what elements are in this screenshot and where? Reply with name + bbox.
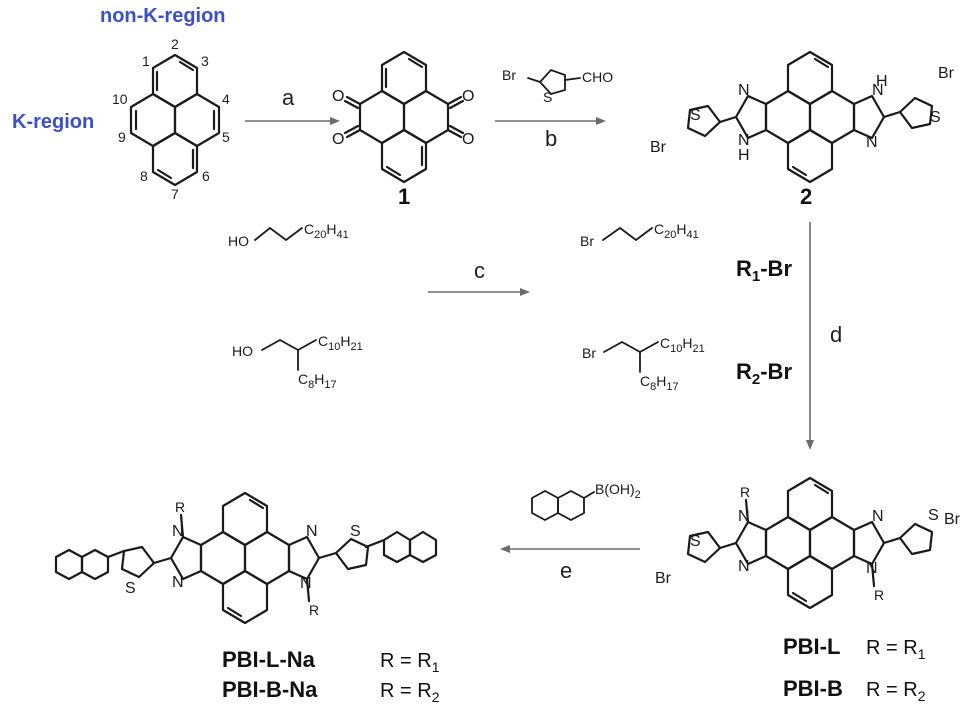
nitrogen-atom: N	[738, 558, 750, 575]
pbi-b-r-definition: R = R2	[866, 679, 926, 704]
nitrogen-atom: N	[306, 523, 318, 540]
pbi-b-na-label: PBI-B-Na	[222, 677, 318, 702]
bromine-atom: Br	[938, 65, 955, 82]
sulfur-atom: S	[930, 109, 941, 126]
nitrogen-atom: N	[866, 134, 878, 151]
alkyl-chain-c8h17: C8H17	[640, 373, 679, 393]
arrow-step-a-head	[330, 117, 340, 125]
aldehyde-group: CHO	[582, 69, 613, 85]
alkyl-chain-c10h21: C10H21	[318, 333, 363, 353]
pyrene-position-7: 7	[171, 186, 179, 202]
hydrogen-atom: H	[876, 73, 888, 90]
pbi-na-core-structure	[54, 491, 438, 625]
bromine-atom: Br	[650, 139, 667, 156]
pbi-l-na-r-definition: R = R1	[380, 650, 440, 675]
pyrene-position-1: 1	[142, 53, 150, 69]
nitrogen-atom: N	[300, 575, 312, 592]
boronic-acid-group: B(OH)2	[595, 481, 641, 501]
pyrene-position-10: 10	[112, 91, 128, 107]
nitrogen-atom: N	[872, 82, 884, 99]
hydrogen-atom: H	[738, 147, 750, 164]
r-substituent: R	[874, 587, 884, 603]
bromothiophene-aldehyde-structure	[527, 68, 581, 96]
r-substituent: R	[175, 499, 185, 515]
bromine-atom: Br	[944, 511, 961, 528]
pbi-core-structure	[686, 476, 934, 610]
nitrogen-atom: N	[172, 523, 184, 540]
oxygen-atom: O	[462, 131, 474, 148]
bromine-atom: Br	[582, 345, 596, 361]
pbi-b-na-r-definition: R = R2	[380, 680, 440, 705]
alcohol-branched-structure	[261, 338, 317, 371]
pbi-l-na-label: PBI-L-Na	[222, 647, 316, 672]
bromine-atom: Br	[655, 570, 672, 587]
pbi-b-label: PBI-B	[783, 676, 843, 701]
pyrene-structure	[129, 53, 221, 187]
alkyl-chain-c20h41: C20H41	[654, 221, 699, 241]
alkyl-chain-c10h21: C10H21	[660, 335, 705, 355]
pyrene-position-6: 6	[202, 168, 210, 184]
sulfur-atom: S	[928, 507, 939, 524]
alkyl-chain-c20h41: C20H41	[304, 221, 349, 241]
bromine-atom: Br	[502, 67, 516, 83]
hydroxyl-group: HO	[228, 233, 249, 249]
compound-1-label: 1	[398, 184, 410, 209]
sulfur-atom: S	[543, 89, 552, 105]
nitrogen-atom: N	[738, 82, 750, 99]
bromine-atom: Br	[580, 233, 594, 249]
pyrene-position-3: 3	[201, 53, 209, 69]
non-k-region-label: non-K-region	[100, 5, 226, 27]
pbi-l-label: PBI-L	[783, 634, 840, 659]
bromide-branched-structure	[603, 340, 659, 373]
arrow-step-b-head	[596, 117, 606, 125]
nitrogen-atom: N	[172, 574, 184, 591]
arrow-step-e-head	[500, 545, 510, 553]
compound-2-label: 2	[800, 184, 812, 209]
bromide-linear-structure	[602, 226, 653, 242]
nitrogen-atom: N	[738, 508, 750, 525]
pbi-l-r-definition: R = R1	[866, 637, 926, 662]
r2-br-label: R2-Br	[736, 359, 792, 388]
step-b-label: b	[545, 126, 557, 151]
nitrogen-atom: N	[866, 560, 878, 577]
arrow-step-d-head	[806, 440, 814, 450]
pyrene-position-4: 4	[222, 91, 230, 107]
oxygen-atom: O	[332, 131, 344, 148]
oxygen-atom: O	[462, 88, 474, 105]
r-substituent: R	[740, 484, 750, 500]
pyrene-position-5: 5	[222, 129, 230, 145]
sulfur-atom: S	[690, 533, 701, 550]
alcohol-linear-structure	[254, 226, 303, 242]
nitrogen-atom: N	[738, 132, 750, 149]
naphthylboronic-acid-structure	[531, 489, 595, 522]
compound-2-structure	[686, 50, 934, 184]
step-d-label: d	[830, 322, 842, 347]
pyrene-position-9: 9	[118, 129, 126, 145]
step-a-label: a	[282, 85, 295, 110]
pyrene-position-8: 8	[140, 168, 148, 184]
r-substituent: R	[309, 602, 319, 618]
step-c-label: c	[474, 258, 485, 283]
alkyl-chain-c8h17: C8H17	[298, 371, 337, 391]
k-region-label: K-region	[12, 111, 94, 133]
hydroxyl-group: HO	[232, 343, 253, 359]
sulfur-atom: S	[125, 580, 136, 597]
r1-br-label: R1-Br	[736, 256, 792, 285]
sulfur-atom: S	[350, 523, 361, 540]
step-e-label: e	[560, 558, 572, 583]
tetraone-structure	[343, 50, 465, 184]
oxygen-atom: O	[332, 88, 344, 105]
nitrogen-atom: N	[872, 508, 884, 525]
sulfur-atom: S	[690, 107, 701, 124]
arrow-step-c-head	[520, 288, 530, 296]
pyrene-position-2: 2	[171, 36, 179, 52]
